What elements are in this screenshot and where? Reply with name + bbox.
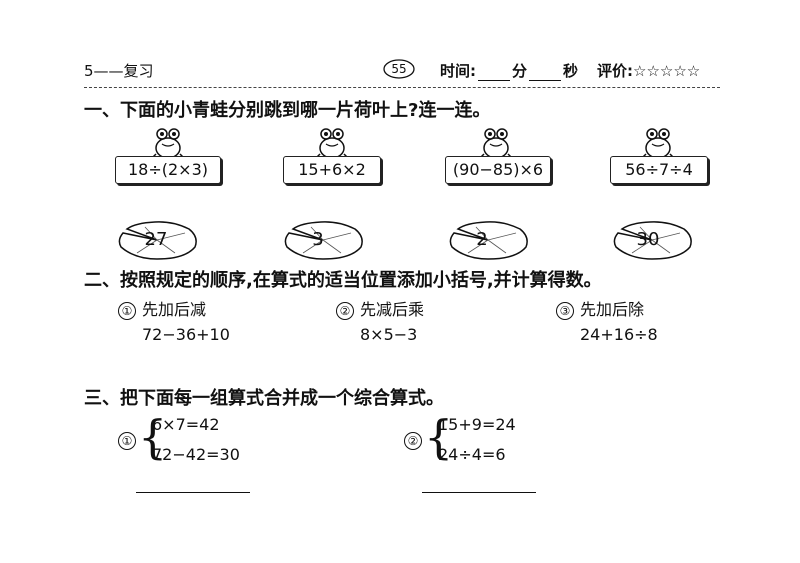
equation-line: 6×7=42 <box>152 415 220 434</box>
lily-pad-number: 2 <box>476 229 488 250</box>
time-field: 时间: 分 秒 <box>440 60 578 81</box>
group-number: ① <box>118 430 142 450</box>
frog-expression[interactable]: (90−85)×6 <box>445 156 551 184</box>
brace-icon: { <box>138 410 168 464</box>
frog-icon <box>640 128 676 160</box>
equation-line: 72−42=30 <box>152 445 240 464</box>
section2-title: 二、按照规定的顺序,在算式的适当位置添加小括号,并计算得数。 <box>84 270 602 291</box>
item-number: ② <box>336 301 354 320</box>
second-blank[interactable] <box>529 66 562 81</box>
page-number-badge: 55 <box>383 59 415 79</box>
brace-icon: { <box>424 410 454 464</box>
rule-text: 先减后乘 <box>360 300 425 319</box>
time-label: 时间: <box>440 62 476 80</box>
minute-unit: 分 <box>512 62 528 80</box>
item-number: ③ <box>556 301 574 320</box>
rule-text: 先加后除 <box>580 300 645 319</box>
equation-line: 15+9=24 <box>438 415 516 434</box>
rule-item: ② 先减后乘 <box>336 296 424 320</box>
rating-field: 评价:☆☆☆☆☆ <box>597 60 700 81</box>
frog-expression[interactable]: 15+6×2 <box>283 156 381 184</box>
lily-pad-icon[interactable] <box>281 219 365 261</box>
frog-expression[interactable]: 56÷7÷4 <box>610 156 708 184</box>
lily-pad-icon[interactable] <box>446 219 530 261</box>
answer-line[interactable] <box>422 492 536 493</box>
rule-item: ① 先加后减 <box>118 296 206 320</box>
lily-pad-number: 3 <box>312 229 324 250</box>
lily-pad-icon[interactable] <box>610 219 694 261</box>
frog-icon <box>150 128 186 160</box>
frog-expression[interactable]: 18÷(2×3) <box>115 156 221 184</box>
header-divider <box>84 87 720 88</box>
frog-icon <box>478 128 514 160</box>
rule-item: ③ 先加后除 <box>556 296 644 320</box>
rating-label: 评价: <box>597 62 633 80</box>
item-number: ① <box>118 301 136 320</box>
answer-line[interactable] <box>136 492 250 493</box>
expression[interactable]: 72−36+10 <box>142 325 230 344</box>
second-unit: 秒 <box>563 62 579 80</box>
frog-icon <box>314 128 350 160</box>
expression[interactable]: 24+16÷8 <box>580 325 658 344</box>
group-number: ② <box>404 430 428 450</box>
rating-stars[interactable]: ☆☆☆☆☆ <box>633 62 701 80</box>
lily-pad-number: 30 <box>636 229 660 250</box>
minute-blank[interactable] <box>478 66 510 81</box>
lily-pad-icon[interactable] <box>115 219 199 261</box>
page-number: 55 <box>391 62 406 76</box>
chapter-label: 5——复习 <box>84 62 154 80</box>
expression[interactable]: 8×5−3 <box>360 325 418 344</box>
lily-pad-number: 27 <box>144 229 168 250</box>
equation-line: 24÷4=6 <box>438 445 506 464</box>
rule-text: 先加后减 <box>142 300 207 319</box>
section3-title: 三、把下面每一组算式合并成一个综合算式。 <box>84 388 444 409</box>
section1-title: 一、下面的小青蛙分别跳到哪一片荷叶上?连一连。 <box>84 100 491 121</box>
